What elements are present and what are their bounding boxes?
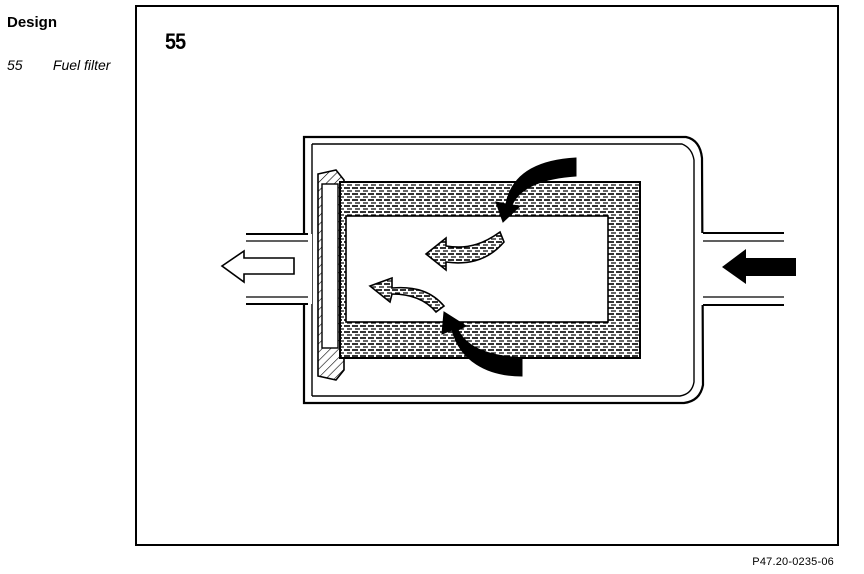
- inlet-flow-arrow: [722, 249, 796, 284]
- legend-number: 55: [7, 57, 23, 73]
- end-cap-flange: [317, 169, 345, 381]
- top-flow-arrow: [495, 157, 577, 223]
- bottom-flow-arrow: [441, 311, 523, 377]
- legend-label: Fuel filter: [52, 57, 111, 73]
- legend-item: 55 Fuel filter: [7, 57, 110, 73]
- inner-flow-arrow-upper: [424, 230, 505, 272]
- figure-frame: [135, 5, 839, 546]
- outlet-flow-arrow: [220, 249, 295, 284]
- filter-element: [339, 181, 641, 359]
- inner-flow-arrow-lower: [368, 276, 446, 314]
- section-heading: Design: [7, 14, 58, 31]
- figure-reference: P47.20-0235-06: [752, 556, 834, 568]
- figure-number: 55: [165, 29, 186, 54]
